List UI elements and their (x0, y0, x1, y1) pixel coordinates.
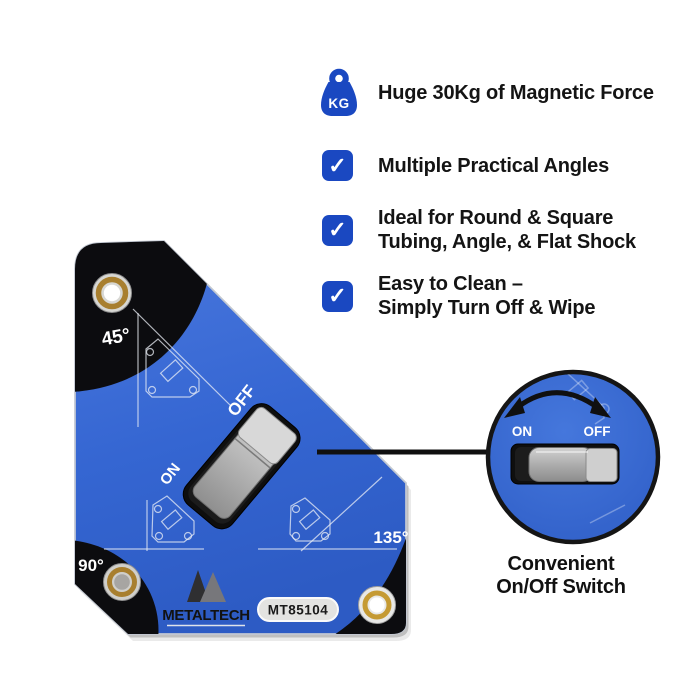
feature-line: Huge 30Kg of Magnetic Force (378, 82, 654, 104)
angle-diagram-135 (258, 476, 397, 552)
power-switch (182, 403, 301, 530)
inset-label-off: OFF (584, 424, 611, 439)
check-glyph: ✓ (328, 283, 347, 308)
eyelet-bottom-left (103, 563, 141, 601)
feature-row-easy-clean: ✓ Easy to Clean – Simply Turn Off & Wipe (322, 272, 595, 320)
kg-weight-icon: KG (321, 68, 357, 116)
checkmark-icon: ✓ (322, 214, 353, 246)
feature-row-tubing: ✓ Ideal for Round & Square Tubing, Angle… (322, 206, 636, 254)
angle-label-90: 90° (78, 556, 104, 575)
feature-text: Easy to Clean – Simply Turn Off & Wipe (378, 272, 595, 320)
feature-text: Huge 30Kg of Magnetic Force (378, 81, 654, 105)
feature-text: Ideal for Round & Square Tubing, Angle, … (378, 206, 636, 254)
eyelet-top-left (92, 273, 132, 313)
feature-line: Multiple Practical Angles (378, 154, 609, 177)
model-badge: MT85104 (257, 597, 339, 622)
brand-logo: METALTECH (162, 570, 250, 627)
angle-label-45: 45° (100, 325, 132, 351)
feature-line: Simply Turn Off & Wipe (378, 297, 596, 319)
angle-diagram-90 (104, 495, 204, 551)
eyelet-bottom-right (358, 586, 396, 624)
feature-line: Easy to Clean – (378, 273, 523, 295)
check-glyph: ✓ (328, 152, 347, 178)
check-glyph: ✓ (328, 217, 347, 242)
feature-line: Tubing, Angle, & Flat Shock (378, 231, 636, 253)
inset-label-on: ON (512, 424, 532, 439)
feature-line: Ideal for Round & Square (378, 207, 614, 229)
feature-row-magnetic-force: KG Huge 30Kg of Magnetic Force (316, 68, 654, 118)
kg-icon-label: KG (328, 96, 349, 111)
angle-label-135: 135° (373, 528, 408, 547)
inset-caption-line1: Convenient (508, 553, 615, 575)
brand-name: METALTECH (162, 607, 250, 624)
model-number: MT85104 (268, 603, 329, 618)
inset-switch-cap (585, 448, 618, 482)
checkmark-icon: ✓ (322, 150, 353, 181)
inset-caption-line2: On/Off Switch (496, 576, 626, 598)
angle-diagram-45 (132, 308, 232, 427)
inset-switch (510, 443, 620, 485)
rotation-arrow (504, 390, 611, 418)
feature-text: Multiple Practical Angles (378, 154, 609, 178)
switch-lever-cap (237, 406, 297, 465)
switch-inset-magnifier: ON OFF (485, 369, 661, 545)
checkmark-icon: ✓ (322, 280, 353, 312)
feature-row-angles: ✓ Multiple Practical Angles (322, 150, 609, 181)
